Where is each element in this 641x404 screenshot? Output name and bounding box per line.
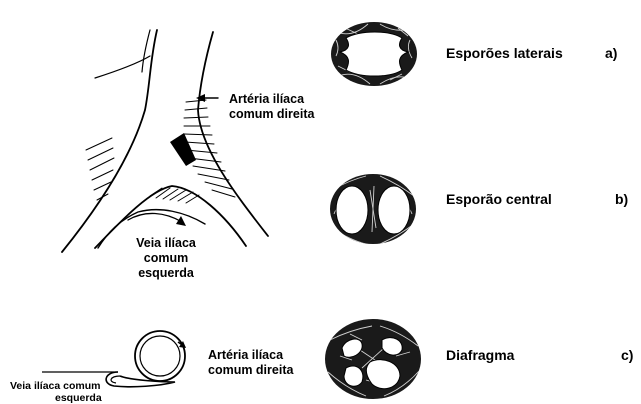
variant-b-cross-section [330, 174, 416, 244]
top-artery-label-line1: Artéria ilíaca [229, 92, 314, 107]
cross-section-drawing [42, 331, 185, 387]
top-vein-label-line2: comum [121, 251, 211, 266]
vein-pointer-line [128, 213, 182, 222]
variant-c-lumen-2 [382, 338, 402, 355]
variant-c-name: Diafragma [446, 347, 514, 363]
variant-b-lumen-left [336, 186, 368, 234]
top-vein-label-line3: esquerda [121, 266, 211, 281]
crotch-hatching [150, 188, 199, 203]
artery-cross-section-outer [135, 331, 185, 381]
vessel-right-wall [198, 32, 268, 236]
top-artery-label: Artéria ilíaca comum direita [229, 92, 314, 122]
compressed-vein [106, 372, 175, 387]
vein-pointer-arrowhead [176, 216, 186, 226]
bottom-vein-label: Veia ilíaca comum esquerda [10, 380, 102, 404]
top-vein-label-line1: Veia ilíaca [121, 236, 211, 251]
variant-b-lumen-right [378, 186, 410, 234]
variant-c-letter: c) [621, 347, 633, 363]
left-wall-hatching [86, 138, 114, 200]
variant-a-name: Esporões laterais [446, 45, 563, 61]
iliac-bifurcation-drawing [62, 30, 268, 252]
bottom-artery-label-line2: comum direita [208, 363, 293, 378]
variant-c-cross-section [325, 319, 421, 399]
variant-b-name: Esporão central [446, 191, 552, 207]
bottom-artery-label: Artéria ilíaca comum direita [208, 348, 293, 378]
variant-c-lumen-3 [344, 366, 363, 386]
artery-cross-section-inner [140, 336, 180, 376]
bottom-artery-label-line1: Artéria ilíaca [208, 348, 293, 363]
bottom-vein-label-line2: esquerda [10, 392, 102, 404]
top-vein-label: Veia ilíaca comum esquerda [121, 236, 211, 281]
top-artery-label-line2: comum direita [229, 107, 314, 122]
bottom-vein-label-line1: Veia ilíaca comum [10, 380, 102, 392]
compression-arrow [170, 133, 196, 166]
variant-a-letter: a) [605, 45, 617, 61]
variant-a-lumen [340, 32, 408, 76]
variant-b-letter: b) [615, 191, 628, 207]
variant-a-cross-section [331, 22, 417, 86]
